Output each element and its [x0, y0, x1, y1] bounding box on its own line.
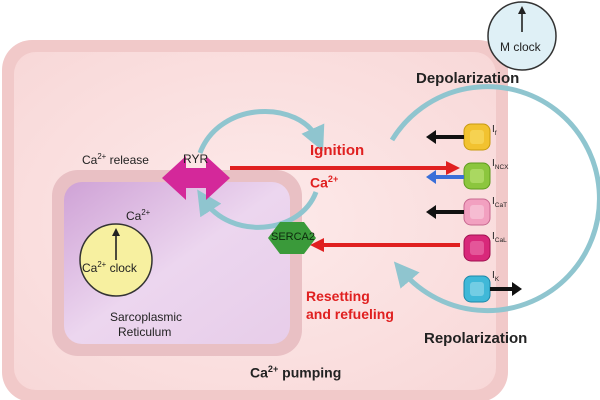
- current-icat-label: ICaT: [492, 196, 508, 209]
- ca-release-label: Ca2+ release: [82, 152, 149, 167]
- current-ik-channel: [463, 275, 522, 303]
- current-if-channel: [426, 123, 491, 151]
- current-incx-label: INCX: [492, 158, 509, 171]
- serca2-pump-icon: [268, 222, 316, 254]
- ryr-label: RYR: [183, 152, 209, 166]
- m-clock-face: [487, 1, 557, 71]
- current-ical-label: ICaL: [492, 231, 507, 244]
- sr-calcium-label: Ca2+: [126, 208, 151, 223]
- current-if-label: If: [492, 124, 497, 137]
- calcium-signal-label: Ca2+: [310, 174, 339, 191]
- ca-clock-label: Ca2+ clock: [82, 260, 137, 275]
- ca-clock-hand-tip: [112, 228, 120, 236]
- membrane-cycle-arrow: [389, 84, 600, 314]
- ca-cycle-arrow-bottom: [197, 189, 319, 230]
- sr-name-line1: Sarcoplasmic: [110, 310, 183, 324]
- refuel-arrow-head: [310, 238, 324, 252]
- ignition-label: Ignition: [310, 142, 365, 159]
- sr-name-line2: Reticulum: [118, 325, 172, 339]
- ca-cycle-arrow-top: [197, 109, 325, 154]
- m-clock-label: M clock: [500, 40, 541, 54]
- serca2-label: SERCA2: [271, 231, 316, 243]
- current-ik-label: IK: [492, 270, 500, 283]
- ca-pumping-label: Ca2+ pumping: [250, 364, 342, 381]
- current-incx-channel: [426, 162, 491, 190]
- ryr-channel-icon: [162, 156, 230, 200]
- current-ical-channel: [463, 234, 491, 262]
- resetting-label: Resetting: [306, 288, 370, 304]
- m-clock-hand-tip: [518, 6, 526, 14]
- depolarization-label: Depolarization: [416, 70, 520, 87]
- repolarization-label: Repolarization: [424, 330, 528, 347]
- refueling-label: and refueling: [306, 306, 394, 322]
- ignition-arrow-head: [446, 161, 460, 175]
- current-icat-channel: [426, 198, 491, 226]
